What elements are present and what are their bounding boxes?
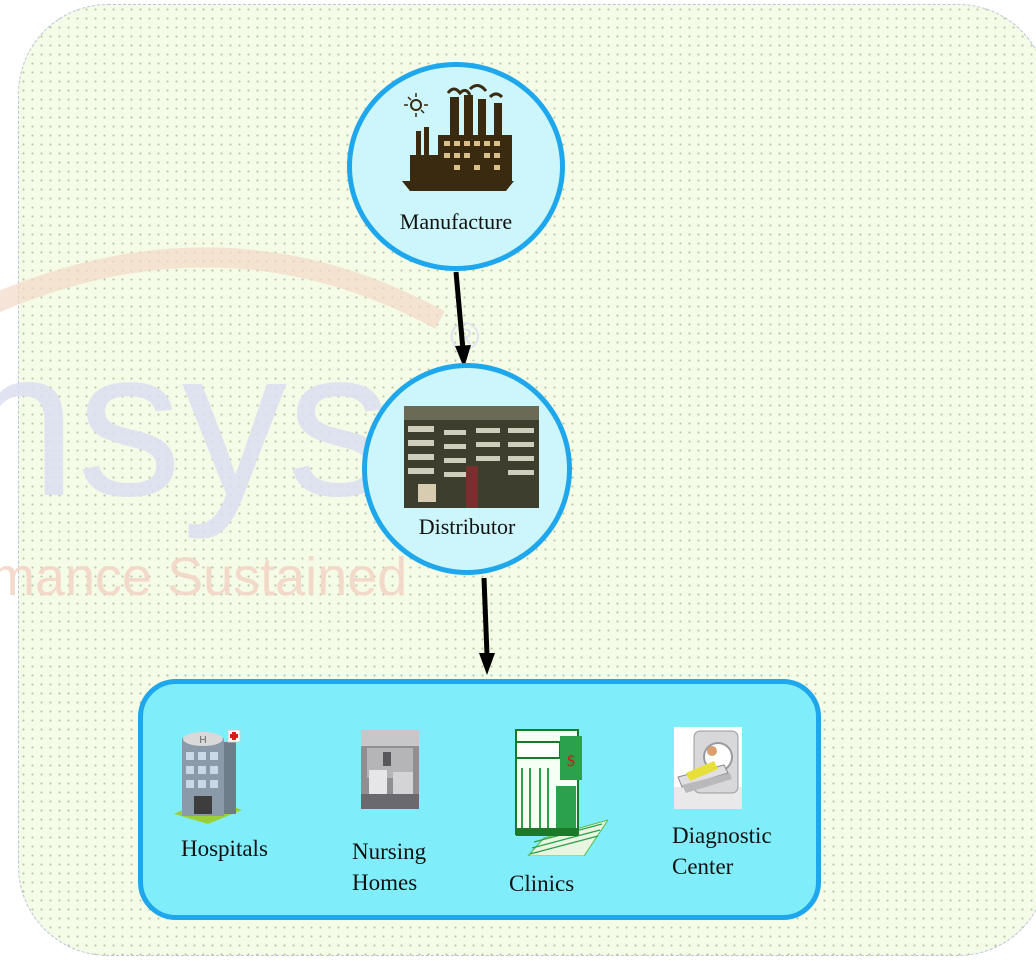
diagnostic-center-label-line-1: Diagnostic bbox=[672, 823, 772, 848]
warehouse-shelves-icon bbox=[404, 406, 539, 508]
nursing-home-room-icon bbox=[361, 730, 419, 809]
svg-text:$: $ bbox=[567, 753, 575, 770]
diagnostic-center-label-line-2: Center bbox=[672, 854, 734, 879]
hospitals-label: Hospitals bbox=[181, 833, 268, 864]
clinics-label-line-1: Clinics bbox=[509, 871, 575, 896]
nursing-homes-label-line-2: Homes bbox=[352, 870, 418, 895]
arrowhead-1 bbox=[455, 345, 471, 368]
nursing-homes-label: Nursing Homes bbox=[352, 836, 426, 898]
manufacture-node: Manufacture bbox=[347, 62, 565, 271]
clinic-storefront-icon: $ bbox=[515, 729, 608, 856]
distributor-label: Distributor bbox=[418, 514, 516, 539]
clinics-label: Clinics bbox=[509, 868, 574, 899]
arrowhead-2 bbox=[479, 653, 495, 675]
diagnostic-center-label: Diagnostic Center bbox=[672, 820, 772, 882]
mri-scanner-icon bbox=[674, 727, 742, 809]
nursing-homes-label-line-1: Nursing bbox=[352, 839, 427, 864]
arrow-distributor-to-endpoints bbox=[481, 577, 490, 656]
svg-text:H: H bbox=[199, 735, 206, 746]
hospitals-label-line-1: Hospitals bbox=[181, 836, 268, 861]
manufacture-label: Manufacture bbox=[399, 209, 513, 234]
distributor-node: Distributor bbox=[362, 363, 572, 575]
factory-icon bbox=[402, 84, 514, 191]
arrow-manufacture-to-distributor bbox=[453, 271, 466, 351]
hospital-building-icon: H bbox=[174, 729, 242, 824]
